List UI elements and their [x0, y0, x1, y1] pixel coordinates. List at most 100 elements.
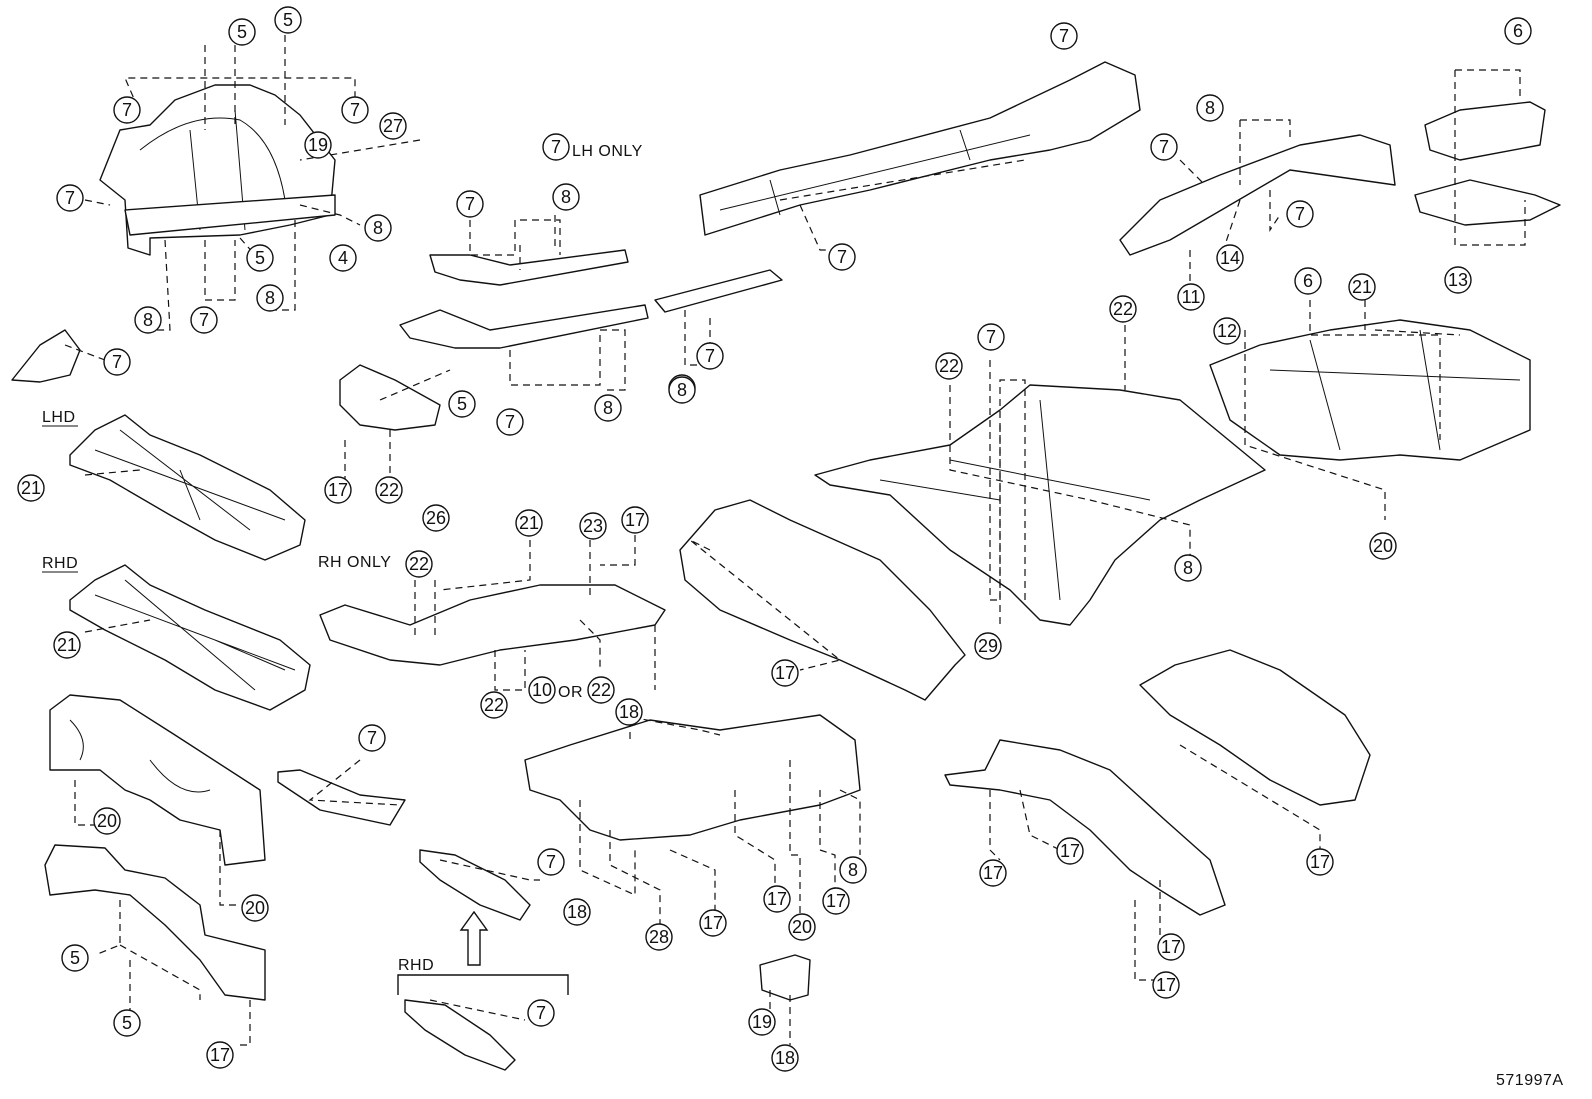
callout-number: 22 — [591, 680, 611, 700]
callout-number: 22 — [409, 554, 429, 574]
callout-11: 11 — [1177, 283, 1205, 311]
callout-21: 21 — [515, 509, 543, 537]
callout-circle — [56, 184, 84, 212]
callout-13: 13 — [1444, 266, 1472, 294]
callout-number: 7 — [546, 852, 556, 872]
callout-7: 7 — [1150, 133, 1178, 161]
callout-circle — [935, 352, 963, 380]
callout-circle — [621, 506, 649, 534]
callout-number: 7 — [536, 1003, 546, 1023]
cowl-panel-rhd — [69, 564, 311, 711]
callout-number: 20 — [1373, 536, 1393, 556]
callout-number: 18 — [619, 702, 639, 722]
callout-17: 17 — [822, 887, 850, 915]
callout-17: 17 — [979, 859, 1007, 887]
front-side-member — [124, 194, 336, 236]
callout-21: 21 — [1348, 273, 1376, 301]
front-gusset — [339, 364, 441, 431]
small-bracket — [11, 329, 81, 383]
note-lhd: LHD — [42, 409, 76, 426]
callout-number: 7 — [465, 194, 475, 214]
callout-number: 8 — [1183, 558, 1193, 578]
callout-17: 17 — [1056, 837, 1084, 865]
callout-circle — [134, 306, 162, 334]
callout-circle — [375, 476, 403, 504]
callout-circle — [515, 509, 543, 537]
callout-circle — [456, 190, 484, 218]
note-or: OR — [558, 684, 583, 701]
callout-circle — [788, 913, 816, 941]
callout-circle — [274, 6, 302, 34]
callout-circle — [422, 504, 450, 532]
callout-22: 22 — [480, 691, 508, 719]
callout-circle — [1056, 837, 1084, 865]
callout-5: 5 — [448, 390, 476, 418]
callout-circle — [645, 923, 673, 951]
callout-circle — [1109, 295, 1137, 323]
callout-circle — [537, 848, 565, 876]
callout-number: 7 — [837, 247, 847, 267]
callout-7: 7 — [456, 190, 484, 218]
callout-number: 5 — [457, 394, 467, 414]
callout-number: 18 — [775, 1048, 795, 1068]
callout-number: 17 — [983, 863, 1003, 883]
callout-circle — [579, 512, 607, 540]
callout-number: 7 — [350, 100, 360, 120]
callout-7: 7 — [537, 848, 565, 876]
callout-number: 22 — [379, 480, 399, 500]
callout-number: 17 — [625, 510, 645, 530]
callout-number: 8 — [848, 860, 858, 880]
rear-cross-member — [1139, 649, 1371, 806]
callout-number: 5 — [255, 248, 265, 268]
callout-6: 6 — [1294, 267, 1322, 295]
callout-20: 20 — [241, 894, 269, 922]
callout-circle — [364, 214, 392, 242]
callout-number: 7 — [986, 327, 996, 347]
callout-number: 7 — [1059, 26, 1069, 46]
callout-6: 6 — [1504, 17, 1532, 45]
callout-17: 17 — [1306, 848, 1334, 876]
callout-number: 8 — [561, 187, 571, 207]
callout-circle — [53, 631, 81, 659]
callout-circle — [17, 474, 45, 502]
callout-number: 17 — [767, 889, 787, 909]
callout-circle — [329, 244, 357, 272]
callout-circle — [771, 659, 799, 687]
callout-number: 21 — [1352, 277, 1372, 297]
callout-number: 8 — [677, 380, 687, 400]
callout-21: 21 — [53, 631, 81, 659]
callout-number: 19 — [752, 1012, 772, 1032]
callout-number: 14 — [1220, 248, 1240, 268]
callout-29: 29 — [974, 632, 1002, 660]
callout-number: 17 — [1310, 852, 1330, 872]
callout-number: 7 — [505, 412, 515, 432]
callout-circle — [61, 944, 89, 972]
callout-7: 7 — [103, 348, 131, 376]
callout-circle — [113, 1009, 141, 1037]
callout-circle — [190, 306, 218, 334]
callout-8: 8 — [364, 214, 392, 242]
callout-number: 17 — [775, 663, 795, 683]
note-rh-only: RH ONLY — [318, 554, 391, 571]
floor-tunnel — [679, 499, 966, 701]
rear-panel-bracket — [1424, 101, 1546, 161]
callout-number: 21 — [57, 635, 77, 655]
callout-number: 22 — [484, 695, 504, 715]
callout-8: 8 — [594, 394, 622, 422]
callout-21: 21 — [17, 474, 45, 502]
callout-circle — [1157, 933, 1185, 961]
leader-lines — [64, 35, 1526, 1046]
callout-17: 17 — [699, 909, 727, 937]
front-floor-side-member — [44, 844, 266, 1001]
small-reinforcement — [759, 954, 811, 1001]
callout-circle — [256, 284, 284, 312]
callout-number: 17 — [210, 1045, 230, 1065]
note-rhd-2: RHD — [398, 957, 434, 974]
callout-circle — [1196, 94, 1224, 122]
callout-7: 7 — [828, 243, 856, 271]
callout-22: 22 — [375, 476, 403, 504]
callout-circle — [1174, 554, 1202, 582]
callout-circle — [1294, 267, 1322, 295]
rear-side-rail — [699, 61, 1141, 236]
callout-number: 7 — [65, 188, 75, 208]
